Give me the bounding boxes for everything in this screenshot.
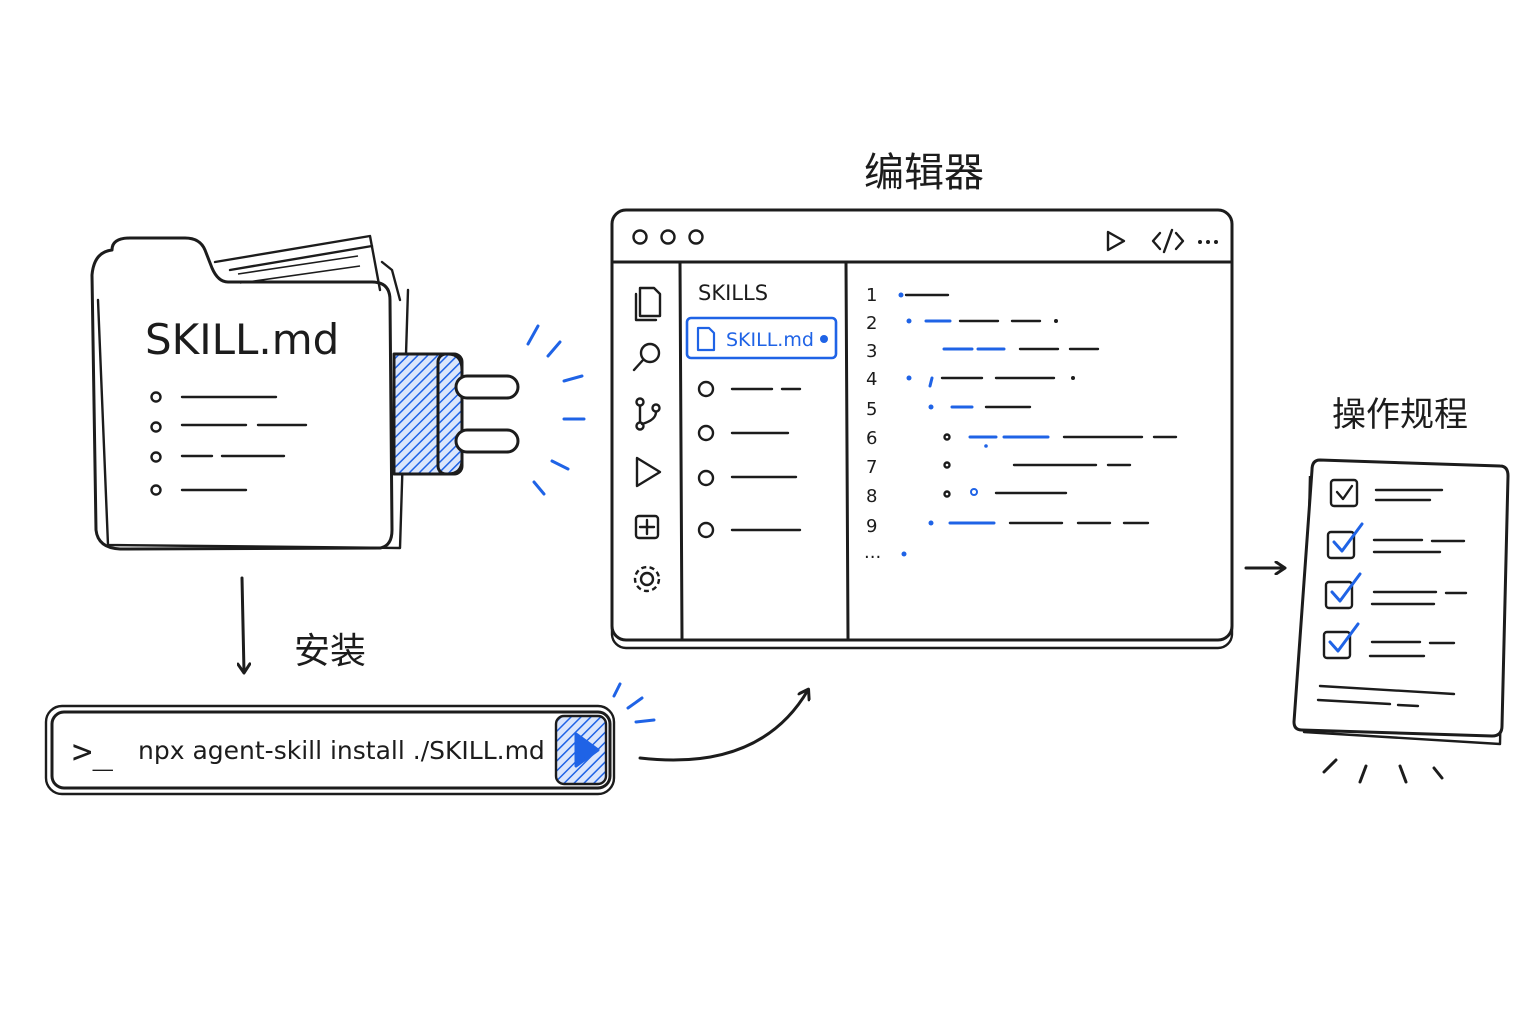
sidebar-title: SKILLS bbox=[698, 281, 768, 305]
search-icon[interactable] bbox=[632, 342, 661, 372]
checklist-item[interactable] bbox=[1329, 478, 1444, 508]
line-number: 6 bbox=[866, 428, 877, 449]
play-icon bbox=[574, 732, 600, 768]
terminal-command-bar[interactable]: >_ npx agent-skill install ./SKILL.md bbox=[44, 704, 616, 796]
code-icon[interactable] bbox=[1151, 228, 1185, 254]
line-numbers: 1 2 3 4 5 6 7 8 9 ... bbox=[864, 285, 881, 563]
sidebar-item[interactable] bbox=[697, 424, 790, 442]
terminal-prompt-icon: >_ bbox=[72, 732, 113, 772]
selected-file-label: SKILL.md bbox=[726, 329, 814, 351]
check-icon bbox=[1330, 572, 1362, 603]
files-icon[interactable] bbox=[634, 286, 662, 322]
extensions-icon[interactable] bbox=[634, 514, 660, 540]
item-circle-icon bbox=[697, 521, 715, 539]
item-circle-icon bbox=[697, 380, 715, 398]
checklist-item[interactable] bbox=[1322, 622, 1456, 660]
plug-icon bbox=[392, 352, 520, 476]
editor-toolbar bbox=[1106, 228, 1218, 254]
item-circle-icon bbox=[697, 469, 715, 487]
close-dot-icon[interactable] bbox=[632, 229, 648, 245]
run-command-button[interactable] bbox=[554, 714, 608, 786]
bullet-icon bbox=[150, 484, 162, 496]
skills-sidebar: SKILLS SKILL.md bbox=[685, 281, 838, 539]
play-icon[interactable] bbox=[1106, 230, 1126, 252]
line-number: 9 bbox=[866, 516, 877, 537]
bullet-icon bbox=[150, 391, 162, 403]
more-icon[interactable] bbox=[1198, 240, 1218, 244]
run-icon[interactable] bbox=[635, 456, 662, 488]
bullet-icon bbox=[150, 451, 162, 463]
line-number: 8 bbox=[866, 486, 877, 507]
checklist-item[interactable] bbox=[1326, 522, 1466, 560]
checkbox-icon[interactable] bbox=[1329, 478, 1359, 508]
sidebar-item[interactable] bbox=[697, 380, 802, 398]
command-text: npx agent-skill install ./SKILL.md bbox=[138, 736, 545, 765]
minimize-dot-icon[interactable] bbox=[660, 229, 676, 245]
sidebar-item[interactable] bbox=[697, 469, 798, 487]
sidebar-item[interactable] bbox=[697, 521, 802, 539]
folder-bullet-list bbox=[150, 391, 308, 496]
settings-icon[interactable] bbox=[633, 565, 661, 593]
bullet-icon bbox=[150, 421, 162, 433]
checkbox-icon[interactable] bbox=[1324, 580, 1354, 610]
line-number: 5 bbox=[866, 399, 877, 420]
branch-icon[interactable] bbox=[635, 397, 661, 431]
more-lines-indicator: ... bbox=[864, 542, 881, 563]
item-circle-icon bbox=[697, 424, 715, 442]
editor-window[interactable]: SKILLS SKILL.md bbox=[610, 208, 1234, 650]
editor-title: 编辑器 bbox=[864, 150, 984, 196]
plug-spark-icon bbox=[526, 324, 586, 496]
check-icon bbox=[1335, 484, 1354, 501]
line-number: 3 bbox=[866, 341, 877, 362]
folder-title: SKILL.md bbox=[145, 315, 339, 364]
install-arrow bbox=[242, 576, 244, 672]
line-number: 7 bbox=[866, 457, 877, 478]
checklist-spark-icon bbox=[1322, 758, 1444, 784]
procedure-title: 操作规程 bbox=[1332, 395, 1468, 435]
maximize-dot-icon[interactable] bbox=[688, 229, 704, 245]
to-editor-arrow bbox=[638, 690, 808, 762]
unsaved-dot-icon bbox=[820, 335, 828, 343]
skill-folder[interactable]: SKILL.md bbox=[90, 234, 586, 551]
procedure-checklist bbox=[1292, 458, 1510, 746]
terminal-spark-icon bbox=[612, 682, 656, 724]
line-number: 4 bbox=[866, 369, 877, 390]
line-number: 2 bbox=[866, 313, 877, 334]
check-icon bbox=[1328, 622, 1360, 653]
check-icon bbox=[1332, 522, 1364, 553]
activity-bar bbox=[632, 286, 662, 593]
sidebar-item-selected[interactable]: SKILL.md bbox=[685, 316, 838, 360]
code-area[interactable]: 1 2 3 4 5 6 7 8 9 ... bbox=[864, 285, 1178, 563]
install-label: 安装 bbox=[294, 631, 366, 672]
checklist-item[interactable] bbox=[1324, 572, 1468, 610]
file-icon bbox=[696, 326, 716, 352]
code-lines bbox=[898, 292, 1178, 557]
checkbox-icon[interactable] bbox=[1322, 630, 1352, 660]
checkbox-icon[interactable] bbox=[1326, 530, 1356, 560]
window-controls[interactable] bbox=[632, 229, 704, 245]
line-number: 1 bbox=[866, 285, 877, 306]
